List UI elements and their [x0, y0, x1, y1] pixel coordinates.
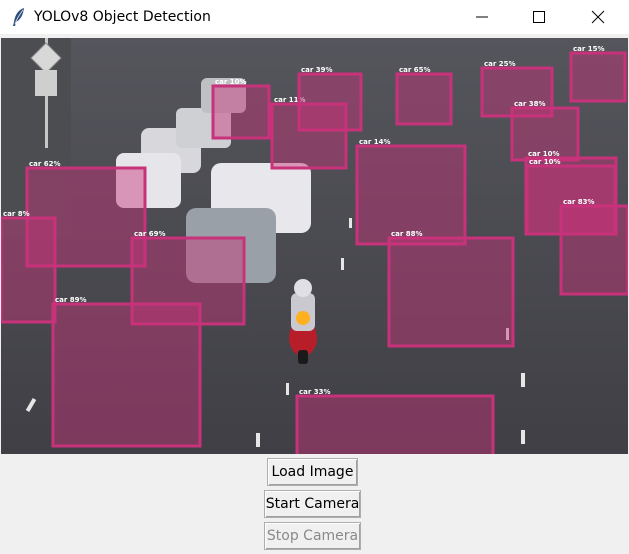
- detection-layer: car 62% car 10% car 11% car 39% car 65% car 2…: [1, 45, 628, 454]
- detection-box: car 39%: [297, 66, 363, 132]
- detection-label: car 14%: [359, 138, 391, 146]
- detection-box: car 88%: [387, 230, 515, 348]
- detection-label: car 65%: [399, 66, 431, 74]
- detection-label: car 10%: [215, 78, 247, 86]
- close-button[interactable]: [575, 0, 621, 34]
- detection-rect: [211, 84, 271, 140]
- detection-box: car 69%: [130, 230, 246, 326]
- detection-rect: [51, 302, 202, 448]
- detection-rect: [130, 236, 246, 326]
- road-sign-lower: [35, 70, 57, 96]
- detection-label: car 62%: [29, 160, 61, 168]
- motorcycle-rider: [289, 279, 317, 364]
- detection-label: car 88%: [391, 230, 423, 238]
- detection-box: car 83%: [559, 198, 628, 296]
- detection-label: car 25%: [484, 60, 516, 68]
- start-camera-button[interactable]: Start Camera: [264, 490, 361, 518]
- close-icon: [591, 10, 605, 24]
- detection-rect: [559, 204, 628, 296]
- detection-box: car 8%: [1, 210, 57, 324]
- minimize-icon: [476, 16, 488, 18]
- detection-label: car 39%: [301, 66, 333, 74]
- detection-label: car 15%: [573, 45, 605, 53]
- detection-label: car 10%: [528, 150, 560, 158]
- detection-rect: [295, 394, 495, 454]
- detection-label: car 10%: [529, 158, 561, 166]
- detection-label: car 11%: [274, 96, 306, 104]
- detection-label: car 33%: [299, 388, 331, 396]
- detection-label: car 69%: [134, 230, 166, 238]
- detection-box: car 11%: [270, 96, 348, 170]
- detection-rect: [395, 72, 453, 126]
- detection-rect: [1, 216, 57, 324]
- detection-rect: [510, 106, 580, 162]
- detection-rect: [525, 164, 617, 236]
- title-bar: YOLOv8 Object Detection: [0, 0, 629, 34]
- detection-box: car 89%: [51, 296, 202, 448]
- detection-label: car 8%: [3, 210, 30, 218]
- detection-label: car 83%: [563, 198, 595, 206]
- detection-box: car 10%: [211, 78, 271, 140]
- maximize-button[interactable]: [516, 0, 562, 34]
- detection-box: car 33%: [295, 388, 495, 454]
- maximize-icon: [533, 11, 545, 23]
- detection-box: car 10%: [525, 158, 617, 236]
- feather-icon: [10, 7, 28, 27]
- detection-box: car 38%: [510, 100, 580, 162]
- window-title: YOLOv8 Object Detection: [34, 9, 211, 25]
- road-sign: [30, 42, 62, 74]
- stop-camera-button[interactable]: Stop Camera: [264, 522, 361, 550]
- detection-image-canvas: car 62% car 10% car 11% car 39% car 65% car 2…: [1, 38, 628, 454]
- detection-rect: [569, 51, 627, 103]
- detection-rect: [270, 102, 348, 170]
- minimize-button[interactable]: [459, 0, 505, 34]
- detection-label: car 89%: [55, 296, 87, 304]
- detection-label: car 38%: [514, 100, 546, 108]
- detection-box: car 14%: [355, 138, 467, 246]
- load-image-button[interactable]: Load Image: [267, 458, 358, 486]
- detection-box: car 15%: [569, 45, 627, 103]
- detection-rect: [297, 72, 363, 132]
- detection-rect: [355, 144, 467, 246]
- detection-rect: [387, 236, 515, 348]
- detection-box: car 65%: [395, 66, 453, 126]
